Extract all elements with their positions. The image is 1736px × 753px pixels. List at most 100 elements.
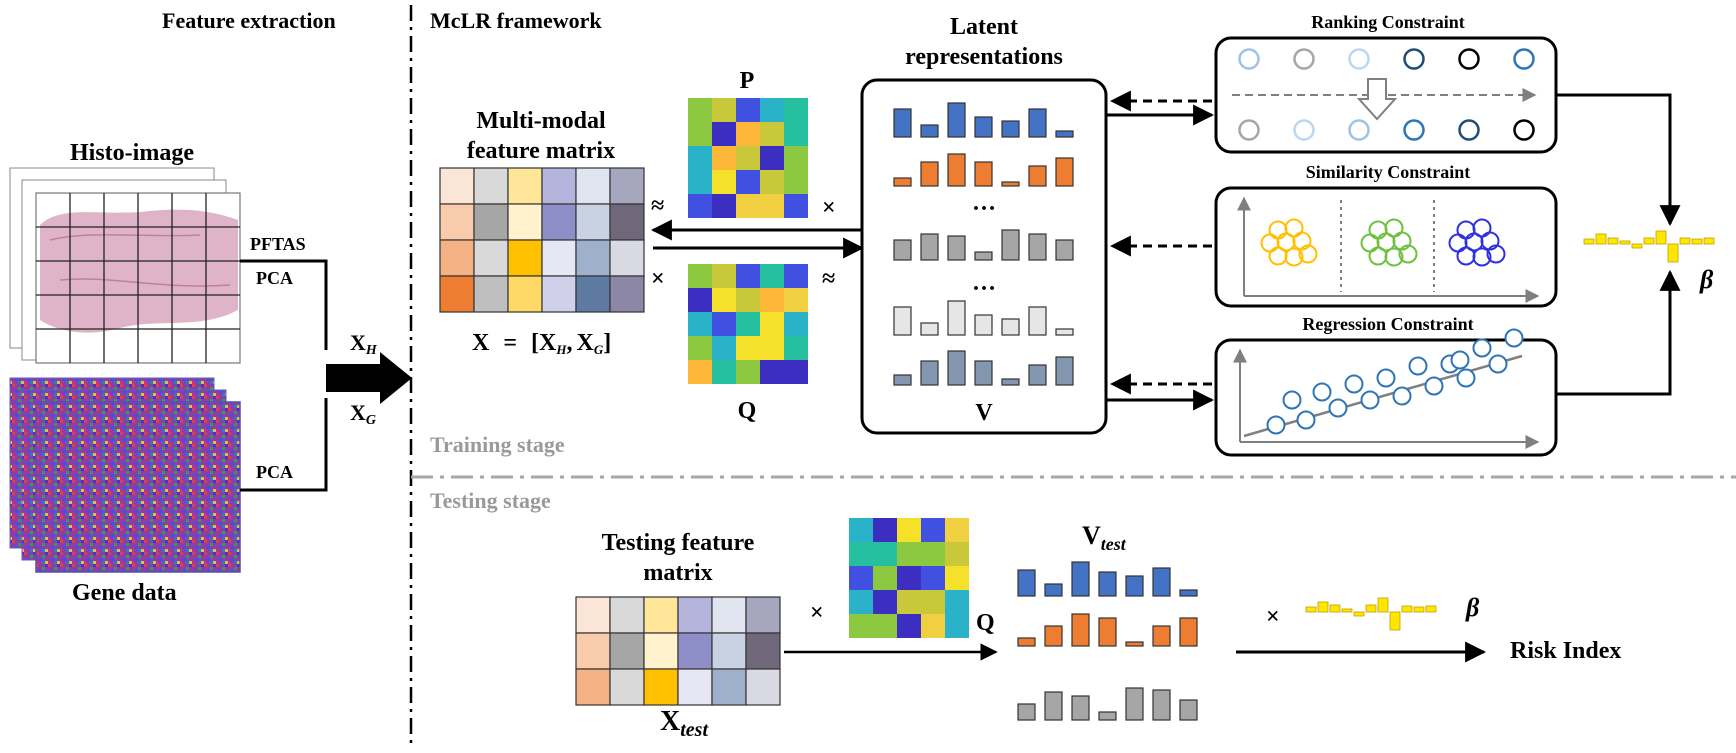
gene-data-stack (9, 377, 241, 573)
testing-title-1: Testing feature (602, 530, 755, 556)
cluster-ring (1298, 244, 1318, 264)
beta-test-bars (1305, 597, 1437, 631)
heatmap-cell (712, 146, 736, 170)
beta-bar (1353, 611, 1365, 617)
heatmap-cell (873, 614, 897, 638)
matrix-cell (745, 596, 781, 634)
heatmap-cell (873, 590, 897, 614)
matrix-title-1: Multi-modal (476, 108, 606, 134)
heatmap-cell (760, 122, 784, 146)
rank-ring (1403, 119, 1425, 141)
rank-ring (1458, 119, 1480, 141)
heatmap-cell (688, 98, 712, 122)
latent-bar-orange (947, 153, 966, 187)
testing-stage-label: Testing stage (430, 488, 551, 513)
cluster-ring (1398, 244, 1418, 264)
heatmap-cell (784, 194, 808, 218)
heatmap-cell (736, 146, 760, 170)
times-sign-1: × (822, 195, 836, 221)
matrix-cell (473, 167, 509, 205)
beta-bar (1389, 611, 1401, 631)
heatmap-cell (712, 312, 736, 336)
heatmap-cell (849, 614, 873, 638)
heatmap-cell (736, 360, 760, 384)
matrix-cell (643, 632, 679, 670)
heatmap-cell (945, 542, 969, 566)
rank-ring (1238, 48, 1260, 70)
heatmap-cell (736, 194, 760, 218)
rank-ring (1293, 48, 1315, 70)
heatmap-cell (921, 542, 945, 566)
matrix-cell (609, 239, 645, 277)
ranking-rings (1238, 48, 1535, 141)
heatmap-cell (736, 170, 760, 194)
latent-bars (893, 102, 1074, 386)
regression-point (1504, 328, 1524, 348)
latent-bar-orange (893, 177, 912, 187)
matrix-cell (643, 668, 679, 706)
vtest-bar-orange (1098, 617, 1117, 647)
heatmap-cell (897, 518, 921, 542)
regression-point (1360, 390, 1380, 410)
heatmap-cell (784, 98, 808, 122)
matrix-cell (677, 596, 713, 634)
vtest-bar-gray (1125, 687, 1144, 721)
gene-connector (240, 398, 328, 492)
latent-bar-gray (1028, 233, 1047, 261)
matrix-cell (677, 668, 713, 706)
matrix-cell (575, 203, 611, 241)
matrix-cell (609, 668, 645, 706)
rank-ring (1348, 48, 1370, 70)
latent-bar-slate (1028, 364, 1047, 386)
latent-bar-light (920, 322, 939, 336)
cluster-ring (1392, 231, 1412, 251)
heatmap-cell (921, 518, 945, 542)
heatmap-cell (945, 518, 969, 542)
latent-bar-gray (920, 233, 939, 261)
heatmap-cell (736, 264, 760, 288)
latent-bar-orange (920, 161, 939, 187)
heatmap-cell (921, 590, 945, 614)
beta-bar (1341, 608, 1353, 613)
beta-bar (1425, 605, 1437, 613)
beta-bar (1631, 243, 1643, 249)
matrix-cell (541, 275, 577, 313)
beta-bar (1679, 237, 1691, 245)
matrix-cell (473, 239, 509, 277)
feature-matrix (439, 167, 645, 313)
heatmap-cell (760, 194, 784, 218)
rank-ring (1513, 119, 1535, 141)
latent-bar-orange (1001, 181, 1020, 187)
heatmap-cell (897, 542, 921, 566)
heatmap-cell (712, 170, 736, 194)
matrix-cell (575, 275, 611, 313)
heatmap-cell (945, 566, 969, 590)
regression-trend-line (1243, 354, 1523, 438)
q-test-matrix (849, 518, 969, 638)
approx-sign-2: ≈ (822, 266, 835, 292)
pftas-label: PFTAS (250, 234, 306, 254)
regression-point (1376, 368, 1396, 388)
latent-bar-blue (920, 124, 939, 138)
heatmap-cell (849, 566, 873, 590)
latent-bar-light (893, 306, 912, 336)
rank-ring (1348, 119, 1370, 141)
latent-bar-blue (893, 108, 912, 138)
heatmap-cell (784, 170, 808, 194)
heatmap-cell (712, 98, 736, 122)
heatmap-cell (736, 98, 760, 122)
latent-bar-blue (1055, 130, 1074, 138)
latent-bar-light (1028, 306, 1047, 336)
heatmap-cell (712, 264, 736, 288)
heatmap-cell (688, 312, 712, 336)
matrix-cell (575, 668, 611, 706)
p-matrix (688, 98, 808, 218)
latent-bar-slate (920, 360, 939, 386)
heatmap-cell (688, 264, 712, 288)
beta-bar (1317, 601, 1329, 613)
heatmap-cell (784, 312, 808, 336)
matrix-cell (473, 203, 509, 241)
rank-ring (1513, 48, 1535, 70)
rank-ring (1293, 119, 1315, 141)
latent-dots-1: … (972, 190, 996, 216)
